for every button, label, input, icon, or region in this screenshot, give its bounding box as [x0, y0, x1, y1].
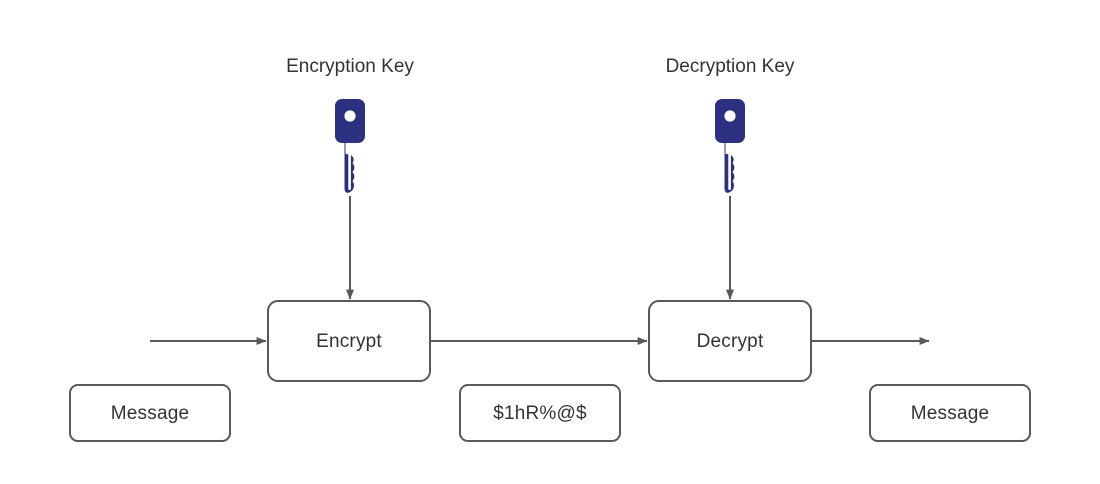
ciphertext-label: $1hR%@$: [493, 402, 587, 424]
ciphertext-node: $1hR%@$: [459, 384, 621, 442]
decrypt-node: Decrypt: [648, 300, 812, 382]
encrypt-node: Encrypt: [267, 300, 431, 382]
key-icon: [329, 98, 371, 198]
encryption-key-label: Encryption Key: [286, 56, 414, 77]
message-output-node: Message: [869, 384, 1031, 442]
message-output-label: Message: [910, 402, 990, 424]
encrypt-node-label: Encrypt: [316, 330, 382, 352]
decryption-key-label: Decryption Key: [665, 56, 795, 77]
message-input-node: Message: [69, 384, 231, 442]
message-input-label: Message: [110, 402, 190, 424]
key-icon: [709, 98, 751, 198]
decrypt-node-label: Decrypt: [696, 330, 764, 352]
